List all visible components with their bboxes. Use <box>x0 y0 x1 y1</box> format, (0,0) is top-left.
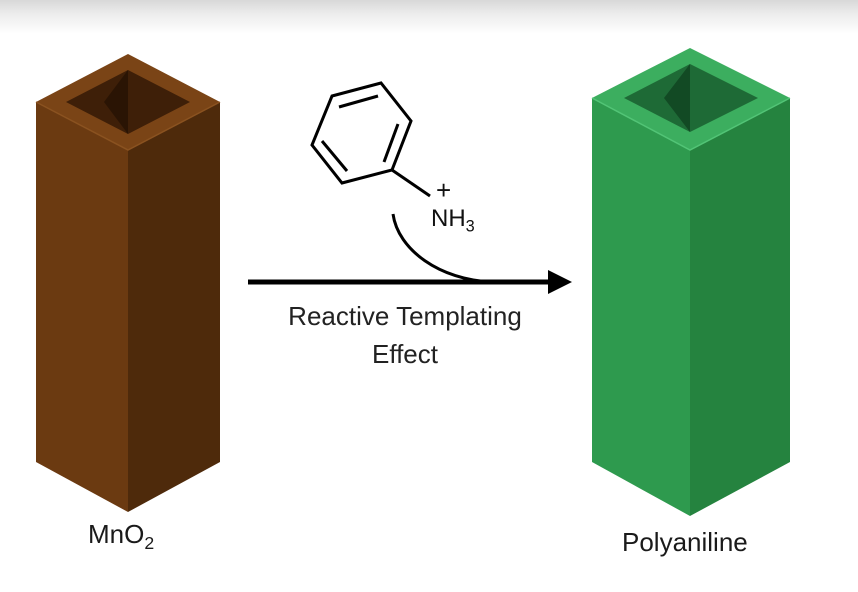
polyaniline-right-face <box>690 98 790 516</box>
mno2-right-face <box>128 102 220 512</box>
mno2-hollow-shadow <box>104 70 128 134</box>
ammonium-group-label: NH3 <box>431 205 475 236</box>
polyaniline-hollow-opening <box>624 64 758 132</box>
mno2-left-face <box>36 102 128 512</box>
polyaniline-label: Polyaniline <box>622 527 748 557</box>
ring-to-nitrogen-bond <box>391 168 431 198</box>
caption-line-1: Reactive Templating <box>288 301 522 331</box>
mno2-label: MnO2 <box>88 519 155 554</box>
polyaniline-left-face <box>592 98 690 516</box>
caption-line-2: Effect <box>371 339 438 369</box>
polyaniline-hollow-shadow <box>664 64 690 132</box>
curved-reagent-arrow <box>391 213 493 284</box>
reaction-caption: Reactive Templating Effect <box>262 297 548 373</box>
polyaniline-prism <box>591 48 791 516</box>
reaction-arrow <box>248 213 572 294</box>
benzene-ring <box>310 81 431 198</box>
mno2-prism <box>35 54 221 512</box>
arrow-head <box>548 270 572 294</box>
charge-plus-sign: + <box>436 175 452 205</box>
top-shadow-band <box>0 0 858 34</box>
